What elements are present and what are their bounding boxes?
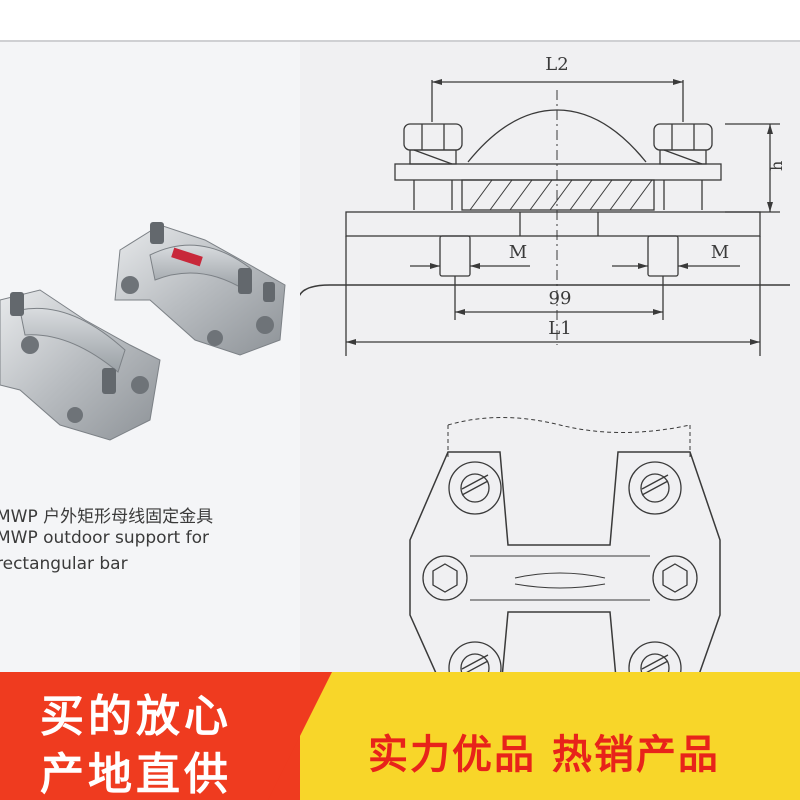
product-photo-panel: MWP 户外矩形母线固定金具 MWP outdoor support for r… (0, 42, 300, 672)
clamp-back (114, 222, 286, 356)
clamp-front (0, 289, 161, 441)
clamp-plate (394, 163, 722, 181)
technical-drawing-panel: L2 (297, 42, 800, 701)
banner-right: 实力优品 热销产品 (300, 672, 800, 800)
bolt-tail-right (647, 235, 679, 277)
bolt-tail-left (439, 235, 471, 277)
divider (0, 40, 800, 42)
banner-left-line2: 产地直供 (40, 749, 232, 800)
technical-drawing: L2 (297, 54, 790, 701)
caption-english-line1: MWP outdoor support for (0, 528, 210, 548)
top-band (0, 0, 800, 42)
caption-english-line2: rectangular bar (0, 554, 128, 574)
busbar-hatch (469, 179, 653, 211)
label-m-right: M (711, 242, 729, 263)
page-edge (297, 284, 790, 301)
banner-left-line1: 买的放心 (40, 691, 232, 742)
caption-chinese: MWP 户外矩形母线固定金具 (0, 507, 214, 527)
label-l1: L1 (548, 318, 571, 339)
banner-wedge (268, 672, 332, 800)
banner-left: 买的放心 产地直供 (0, 672, 300, 800)
product-photo (0, 222, 286, 441)
bolt-head-left (403, 123, 463, 165)
busbar (461, 179, 655, 211)
label-m-left: M (509, 242, 527, 263)
label-l2: L2 (545, 54, 568, 75)
label-99: 99 (549, 288, 572, 309)
label-h: h (767, 161, 786, 171)
banner-slogan: 实力优品 热销产品 (368, 732, 720, 778)
bolt-head-right (653, 123, 713, 165)
plan-view (409, 417, 721, 701)
base-plate (345, 211, 761, 237)
dome (467, 109, 647, 163)
